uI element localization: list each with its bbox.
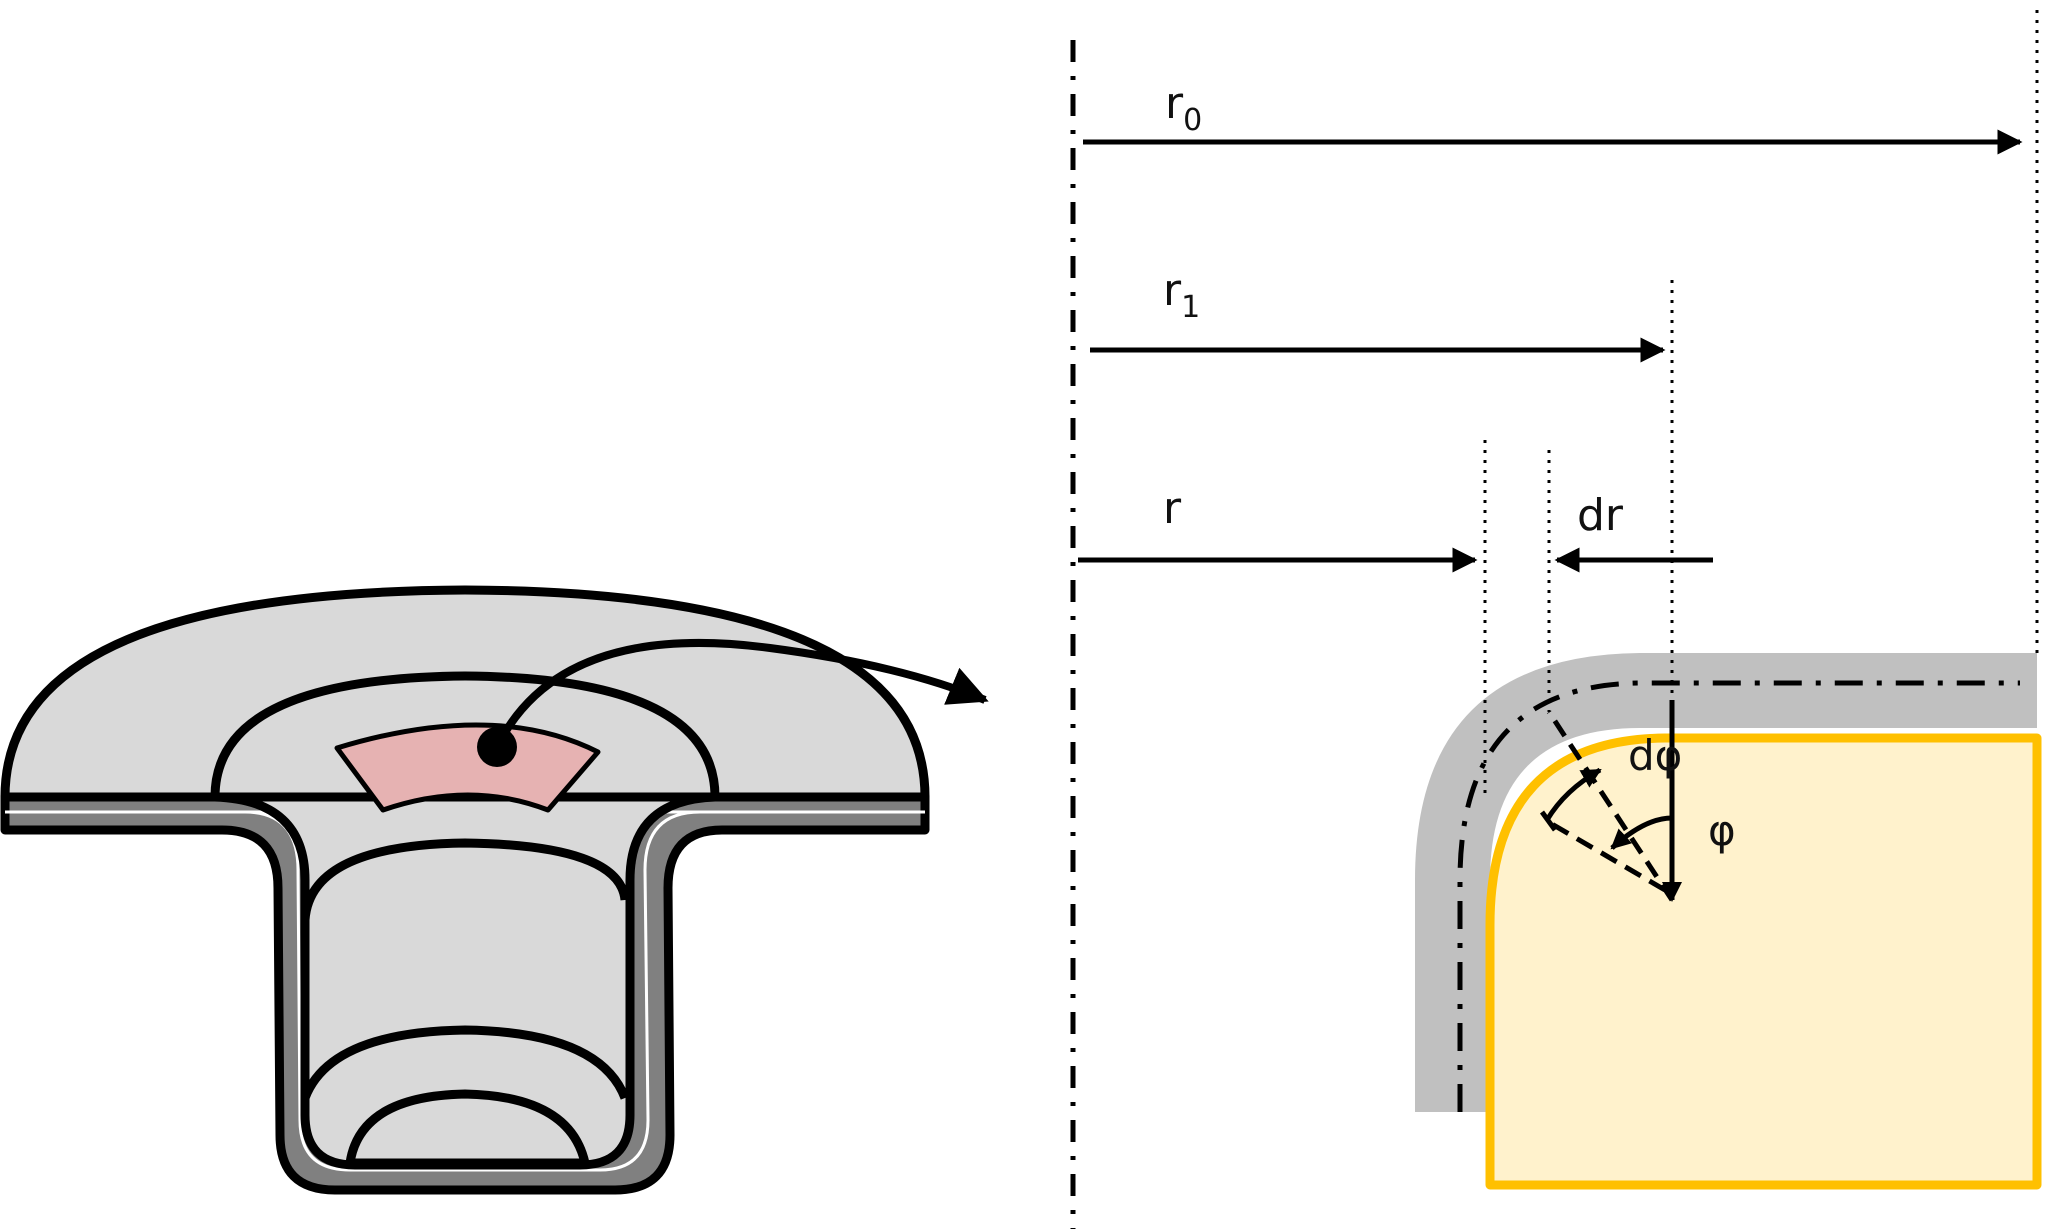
volume-element [334, 722, 601, 813]
cross-section-detail: r0 r1 r dr dφ φ [1070, 10, 2042, 1229]
phi-radius2-dashed [1543, 817, 1667, 893]
phi-arc [1610, 815, 1673, 850]
phi-radius-dashed [1546, 710, 1675, 902]
dr-label: dr [1577, 490, 1624, 541]
collar-upper-ring [300, 838, 630, 921]
die [1485, 733, 2042, 1190]
collar-bottom-opening [345, 1089, 590, 1168]
phi-label: φ [1708, 806, 1736, 855]
dphi-arc [1544, 767, 1602, 822]
dphi-tick [1539, 810, 1558, 832]
sheet-midline [1457, 680, 2020, 1112]
r0-label: r0 [1165, 78, 1202, 138]
r-label: r [1163, 483, 1182, 534]
collar-illustration [0, 585, 989, 1195]
zoom-arrow [493, 639, 989, 749]
dphi-label: dφ [1628, 731, 1682, 780]
blank-sheet [1415, 653, 2037, 1112]
r1-label: r1 [1163, 265, 1200, 325]
collar-lower-ring [300, 1025, 630, 1100]
